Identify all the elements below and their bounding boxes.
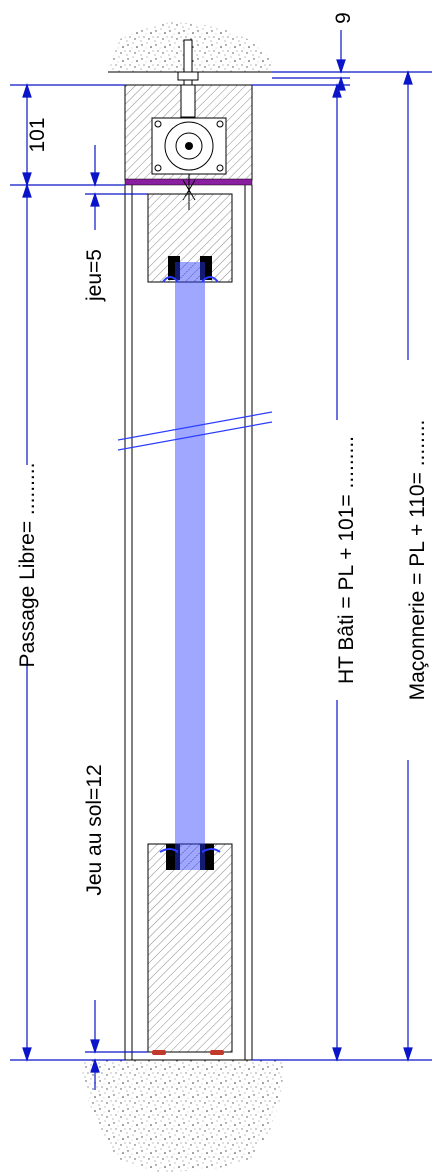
floor-gap-label: Jeu au sol=12	[83, 764, 106, 895]
break-lines	[117, 411, 273, 451]
passage-libre-label: Passage Libre= .........	[16, 463, 39, 668]
lintel-height-label: 101	[26, 117, 49, 152]
masonry-height-label: Maçonnerie = PL + 110= ........	[406, 420, 429, 701]
left-dimension-lines	[10, 83, 148, 1090]
slat-stack	[175, 262, 205, 870]
door-frame	[124, 185, 253, 1060]
clearance-label: jeu=5	[83, 249, 106, 302]
bottom-rail-block	[147, 843, 233, 1055]
lintel-box	[124, 39, 253, 210]
right-dimension-lines	[252, 70, 432, 1062]
frame-height-label: HT Bâti = PL + 101= .........	[335, 436, 358, 684]
top-gap-dimension	[272, 30, 432, 91]
floor-concrete	[80, 1060, 285, 1172]
top-gap-label: 9	[332, 12, 355, 24]
